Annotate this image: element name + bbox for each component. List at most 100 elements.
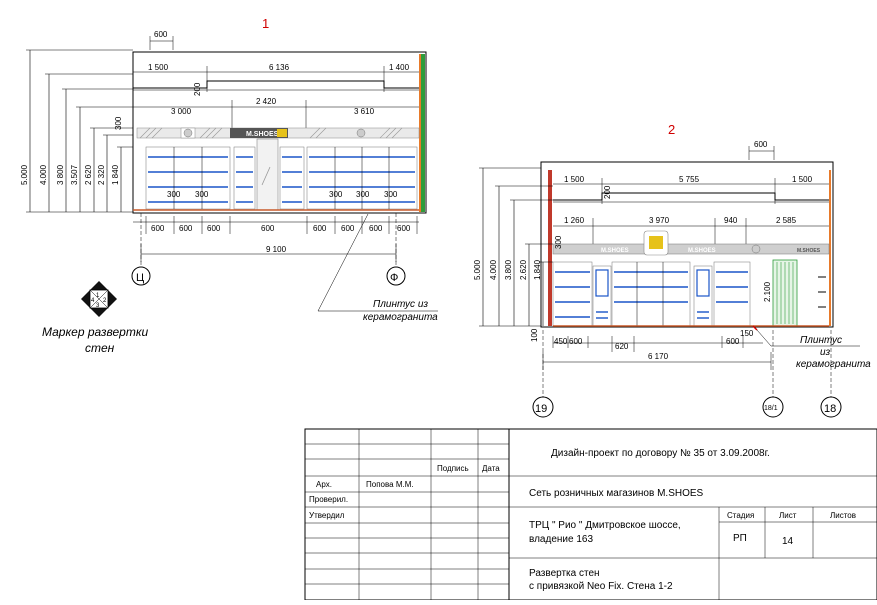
e2-height-100: 100	[530, 328, 539, 342]
marker-n3: 3	[96, 303, 100, 309]
plinth-note-2-line1: Плинтус	[800, 335, 842, 346]
e1-height-2620: 2 620	[84, 164, 93, 185]
e1-dim-b4: 600	[261, 224, 275, 233]
e1-dim-6136: 6 136	[269, 63, 290, 72]
e1-height-2320: 2 320	[97, 164, 106, 185]
marker-n4: 4	[91, 298, 95, 304]
tb-approved-label: Утвердил	[309, 511, 345, 520]
e2-height-3800: 3.800	[504, 259, 513, 280]
e1-round-light-icon	[183, 128, 193, 138]
e2-logo-icon	[649, 236, 663, 249]
e1-dim-2420: 2 420	[256, 97, 277, 106]
e1-dim-3000: 3 000	[171, 107, 192, 116]
marker-label-line2: стен	[85, 341, 115, 355]
e1-axis-right-label: Ф	[390, 272, 398, 284]
e2-ceiling-soffit	[553, 192, 829, 201]
e2-dim-200: 200	[603, 185, 612, 199]
marker-n1: 1	[96, 293, 100, 299]
e2-dim-2100: 2.100	[763, 281, 772, 302]
e2-dim-top-600: 600	[754, 140, 768, 149]
e1-mirror	[256, 138, 279, 211]
e2-dim-1500a: 1 500	[564, 175, 585, 184]
e1-dim-300-side: 300	[114, 116, 123, 130]
e2-brand-text-3: M.SHOES	[797, 248, 821, 254]
tb-sheet-label: Лист	[779, 511, 797, 520]
e1-ceiling-soffit	[133, 80, 422, 89]
e2-axis-mid-label: 18/1	[764, 405, 778, 412]
e1-height-3800: 3 800	[56, 164, 65, 185]
e1-dim-b5: 600	[313, 224, 327, 233]
plinth-note-2-line3: керамогранита	[796, 359, 871, 370]
e2-dim-b600r: 600	[726, 337, 740, 346]
elevation-1-number: 1	[262, 16, 269, 31]
wall-marker-symbol: 1 2 3 4	[81, 281, 117, 317]
tb-mall-line2: владение 163	[529, 534, 593, 545]
e2-dim-total: 6 170	[648, 352, 669, 361]
e2-dim-2585: 2 585	[776, 216, 797, 225]
e2-dim-b620: 620	[615, 342, 629, 351]
e1-dim-b8: 600	[397, 224, 411, 233]
e1-dim-200: 200	[193, 82, 202, 96]
e1-edge-orange	[419, 54, 421, 212]
e1-axis-left-marker	[131, 266, 151, 286]
e2-axis-right-marker	[820, 396, 842, 418]
e1-dim-300b: 300	[195, 190, 209, 199]
plinth-note-2-line2: из	[820, 347, 831, 358]
e1-logo-icon	[277, 129, 287, 137]
e1-dim-1400: 1 400	[389, 63, 410, 72]
e2-axis-right-label: 18	[824, 403, 836, 415]
tb-col-podpis: Подпись	[437, 464, 469, 473]
e2-axis-mid-marker	[762, 396, 784, 418]
marker-n2: 2	[103, 298, 107, 304]
e1-dim-300e: 300	[384, 190, 398, 199]
plinth-note-1-leader	[317, 213, 369, 312]
e1-brand-sign	[230, 128, 288, 138]
tb-sheet-value: 14	[782, 536, 794, 547]
e1-dim-300a: 300	[167, 190, 181, 199]
e1-dim-300c: 300	[329, 190, 343, 199]
e1-shelving-mid	[233, 146, 256, 210]
tb-stage-label: Стадия	[727, 511, 754, 520]
e1-dim-1500: 1 500	[148, 63, 169, 72]
e2-dim-b150: 150	[740, 329, 754, 338]
e1-round-light-icon-2	[356, 128, 366, 138]
plinth-note-1-line2: керамогранита	[363, 312, 438, 323]
e1-height-4000: 4.000	[39, 164, 48, 185]
e1-dim-3610: 3 610	[354, 107, 375, 116]
e2-dim-1260: 1 260	[564, 216, 585, 225]
e2-dim-300: 300	[554, 235, 563, 249]
e2-edge-red	[548, 170, 552, 326]
e1-dim-b6: 600	[341, 224, 355, 233]
e2-edge-orange	[829, 170, 831, 326]
e2-dim-5755: 5 755	[679, 175, 700, 184]
tb-drawing-line2: с привязкой Neo Fix. Стена 1-2	[529, 581, 673, 592]
e2-dim-940: 940	[724, 216, 738, 225]
e2-wall-outline	[540, 161, 834, 328]
e1-axis-left-label: Ц	[136, 272, 144, 284]
elevation-2: 2 600 1 500 5 755 1 500 200 1 260 3 970 …	[473, 122, 842, 418]
e2-height-1840: 1.840	[533, 259, 542, 280]
title-block: Подпись Дата Арх. Попова М.М. Проверил. …	[304, 428, 877, 601]
e1-dim-b1: 600	[151, 224, 165, 233]
e1-dim-300d: 300	[356, 190, 370, 199]
e2-brand-band	[552, 243, 830, 255]
e2-dim-1500b: 1 500	[792, 175, 813, 184]
e2-brand-text-2: M.SHOES	[688, 248, 716, 254]
e1-dim-top-600: 600	[154, 30, 168, 39]
e2-dim-3970: 3 970	[649, 216, 670, 225]
plinth-note-1-line1: Плинтус из	[373, 299, 428, 310]
e2-height-4000: 4.000	[489, 259, 498, 280]
e2-axis-left-label: 19	[535, 403, 547, 415]
tb-sheets-label: Листов	[830, 511, 856, 520]
elevation-1: 1 600 1 500 6 136 1 400 200 3 000 2 420 …	[20, 16, 427, 286]
e2-dim-b600: 600	[569, 337, 583, 346]
tb-network: Сеть розничных магазинов M.SHOES	[529, 488, 704, 499]
tb-checked-label: Проверил.	[309, 495, 348, 504]
tb-drawing-line1: Развертка стен	[529, 568, 600, 579]
e1-axis-right-marker	[386, 266, 406, 286]
tb-col-data: Дата	[482, 464, 500, 473]
e1-height-5000: 5.000	[20, 164, 29, 185]
e2-height-2620: 2.620	[519, 259, 528, 280]
